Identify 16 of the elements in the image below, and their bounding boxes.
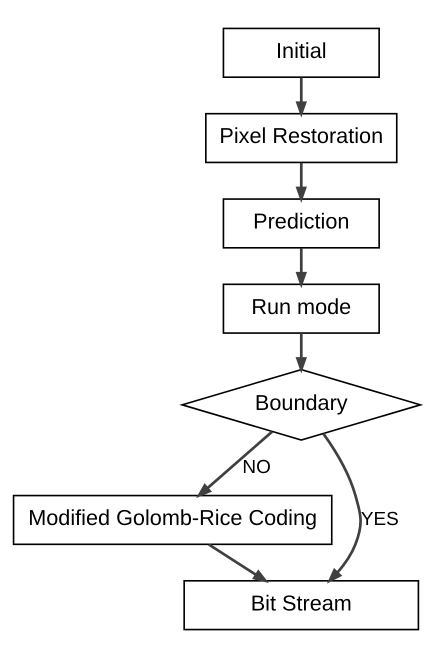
arrow [196, 430, 273, 498]
node-diamond: Boundary [179, 368, 424, 440]
edge-label: NO [242, 456, 271, 478]
arrow [296, 77, 307, 118]
node-box: Prediction [222, 198, 380, 248]
node-box: Run mode [222, 283, 380, 334]
arrow [296, 248, 307, 288]
arrow [208, 542, 269, 583]
node-box: Bit Stream [183, 580, 420, 630]
arrow [296, 332, 307, 373]
node-box: Initial [222, 27, 380, 78]
node-box: Modified Golomb-Rice Coding [12, 494, 333, 545]
node-box: Pixel Restoration [205, 112, 398, 163]
arrow [296, 162, 307, 202]
arrow [322, 432, 362, 584]
edge-label: YES [360, 508, 399, 530]
